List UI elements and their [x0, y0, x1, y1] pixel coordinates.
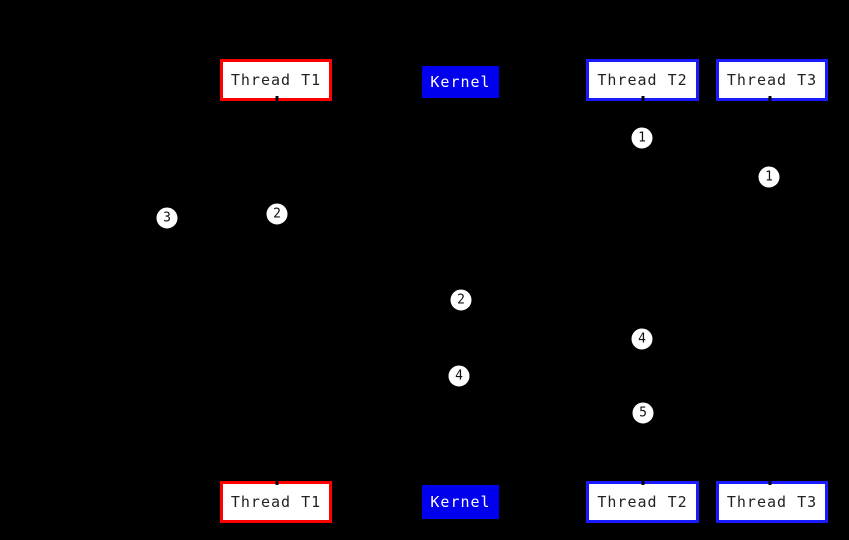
lifeline-stub-0 [275, 96, 279, 106]
actor-box-thread-t2-top: Thread T2 [586, 59, 699, 101]
actor-box-thread-t3-bottom: Thread T3 [716, 481, 828, 523]
step-marker-2-3: 2 [265, 202, 289, 226]
actor-box-thread-t3-top: Thread T3 [716, 59, 828, 101]
step-marker-3-2: 3 [155, 206, 179, 230]
step-marker-4-5: 4 [630, 327, 654, 351]
step-marker-2-4: 2 [449, 288, 473, 312]
lifeline-stub-1 [641, 96, 645, 106]
lifeline-stub-4 [641, 475, 645, 485]
lifeline-stub-3 [275, 475, 279, 485]
actor-box-thread-t1-bottom: Thread T1 [220, 481, 332, 523]
actor-box-kernel-bottom: Kernel [422, 485, 499, 519]
lifeline-stub-5 [768, 475, 772, 485]
lifeline-stub-2 [768, 96, 772, 106]
actor-box-kernel-top: Kernel [422, 66, 499, 98]
actor-box-thread-t1-top: Thread T1 [220, 59, 332, 101]
step-marker-5-7: 5 [631, 401, 655, 425]
step-marker-1-0: 1 [630, 126, 654, 150]
step-marker-1-1: 1 [757, 165, 781, 189]
step-marker-4-6: 4 [447, 364, 471, 388]
actor-box-thread-t2-bottom: Thread T2 [586, 481, 699, 523]
